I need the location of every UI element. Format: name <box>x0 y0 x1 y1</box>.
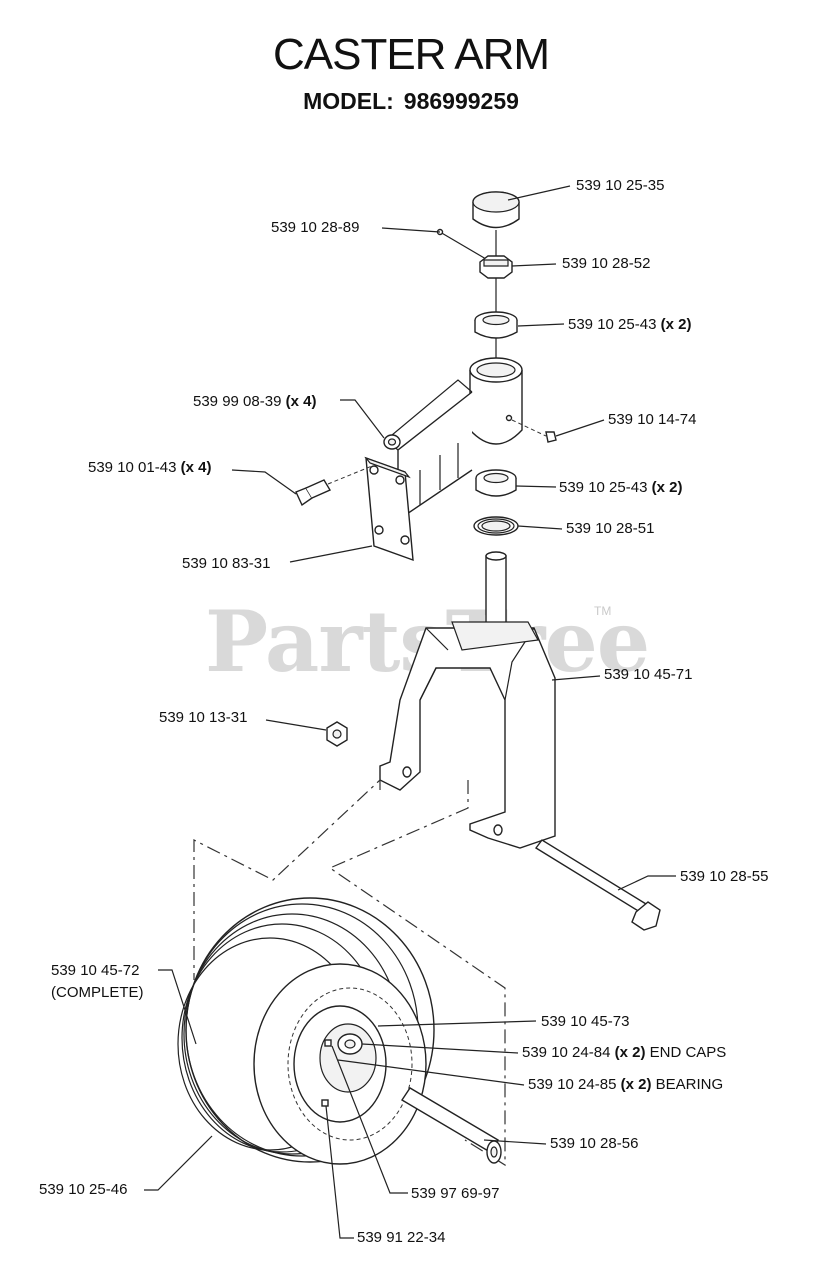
part-label-rim-half: 539 91 22-34 <box>357 1229 446 1246</box>
bolt-x4-part[interactable] <box>295 465 373 507</box>
part-label-valve-stem: 539 97 69-97 <box>411 1185 500 1202</box>
model-label: MODEL: <box>303 88 394 114</box>
part-label-arm-plate: 539 10 83-31 <box>182 555 271 572</box>
model-number: 986999259 <box>403 88 519 114</box>
model-heading: MODEL: 986999259 <box>0 88 822 115</box>
mounting-plate-part[interactable] <box>364 456 414 562</box>
fork-part[interactable] <box>379 551 556 849</box>
part-label-seal: 539 10 28-51 <box>566 520 655 537</box>
part-label-spacer-tube: 539 10 28-56 <box>550 1135 639 1152</box>
part-label-nut-x4: 539 99 08-39 (x 4) <box>193 393 317 410</box>
watermark-tm: TM <box>594 604 612 618</box>
part-label-castle-nut: 539 10 28-52 <box>562 255 651 272</box>
caster-arm-part[interactable] <box>385 357 523 522</box>
part-label-wheel-complete: 539 10 45-72 <box>51 962 140 979</box>
part-label-bolt-x4: 539 10 01-43 (x 4) <box>88 459 212 476</box>
lower-bearing-part[interactable] <box>475 469 517 497</box>
page-title: CASTER ARM <box>272 30 550 79</box>
part-label-grease-fitting: 539 10 14-74 <box>608 411 697 428</box>
part-label-bearing-wheel: 539 10 24-85 (x 2) BEARING <box>528 1076 724 1093</box>
axle-nut-part[interactable] <box>326 721 348 747</box>
seal-part[interactable] <box>473 516 519 536</box>
castle-nut-part[interactable] <box>479 255 513 279</box>
part-label-wheel-complete-note: (COMPLETE) <box>51 984 144 1001</box>
leader-lines <box>144 185 676 1239</box>
grease-fitting-part[interactable] <box>511 419 557 443</box>
part-label-end-caps: 539 10 24-84 (x 2) END CAPS <box>522 1044 727 1061</box>
part-label-axle-nut: 539 10 13-31 <box>159 709 248 726</box>
part-label-fork: 539 10 45-71 <box>604 666 693 683</box>
part-label-axle-bolt: 539 10 28-55 <box>680 868 769 885</box>
part-label-tire: 539 10 25-46 <box>39 1181 128 1198</box>
part-label-bearing-lower: 539 10 25-43 (x 2) <box>559 479 683 496</box>
cotter-pin-part[interactable] <box>436 228 487 260</box>
wheel-assembly-part[interactable] <box>177 897 435 1165</box>
part-label-cap: 539 10 25-35 <box>576 177 665 194</box>
part-label-cotter-pin: 539 10 28-89 <box>271 219 360 236</box>
part-label-bearing-top: 539 10 25-43 (x 2) <box>568 316 692 333</box>
spacer-tube-part[interactable] <box>401 1087 502 1164</box>
dust-cap-part[interactable] <box>472 191 520 229</box>
wheel-guide-left <box>193 778 381 980</box>
part-label-rim: 539 10 45-73 <box>541 1013 630 1030</box>
nut-x4-part[interactable] <box>383 434 401 450</box>
axle-bolt-part[interactable] <box>534 839 661 931</box>
top-bearing-part[interactable] <box>474 311 518 339</box>
